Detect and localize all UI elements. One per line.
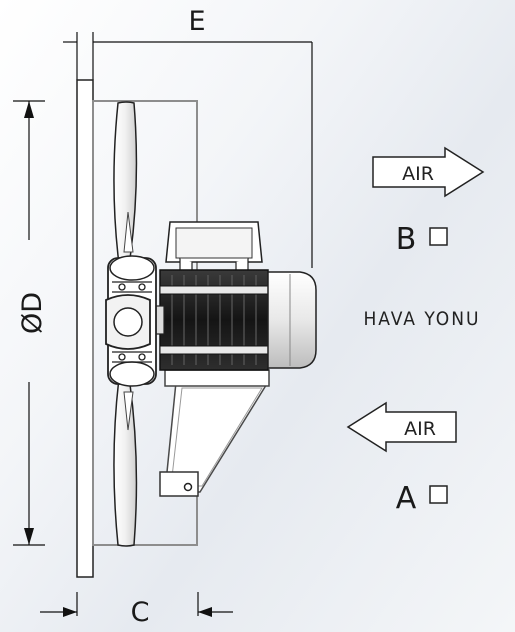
arrow-right-icon <box>372 146 485 198</box>
dimension-e: E <box>63 6 313 268</box>
airflow-a-arrow-text: AIR <box>404 418 436 440</box>
motor-support-bracket <box>159 369 270 497</box>
mounting-frame <box>76 79 198 578</box>
upper-blade <box>113 101 138 273</box>
airflow-b-arrow-text: AIR <box>402 163 434 185</box>
airflow-option-b: AIR B <box>372 146 485 257</box>
bolt-hole-icon <box>183 482 193 492</box>
electric-motor <box>149 221 317 371</box>
airflow-option-a: AIR A <box>346 401 457 516</box>
airflow-a-letter: A <box>396 481 417 516</box>
airflow-b-letter: B <box>396 222 417 257</box>
lower-blade <box>113 369 138 547</box>
airflow-title: HAVA YONU <box>363 308 480 330</box>
fan-impeller <box>105 101 157 547</box>
dimension-c: C <box>40 592 233 628</box>
airflow-a-checkbox[interactable] <box>429 485 448 504</box>
airflow-b-checkbox[interactable] <box>429 227 448 246</box>
dimension-diameter: ØD <box>13 100 48 546</box>
dimension-diameter-label: ØD <box>17 292 48 334</box>
dimension-e-label: E <box>188 6 205 37</box>
dimension-c-label: C <box>131 597 150 628</box>
arrow-left-icon <box>346 401 457 453</box>
